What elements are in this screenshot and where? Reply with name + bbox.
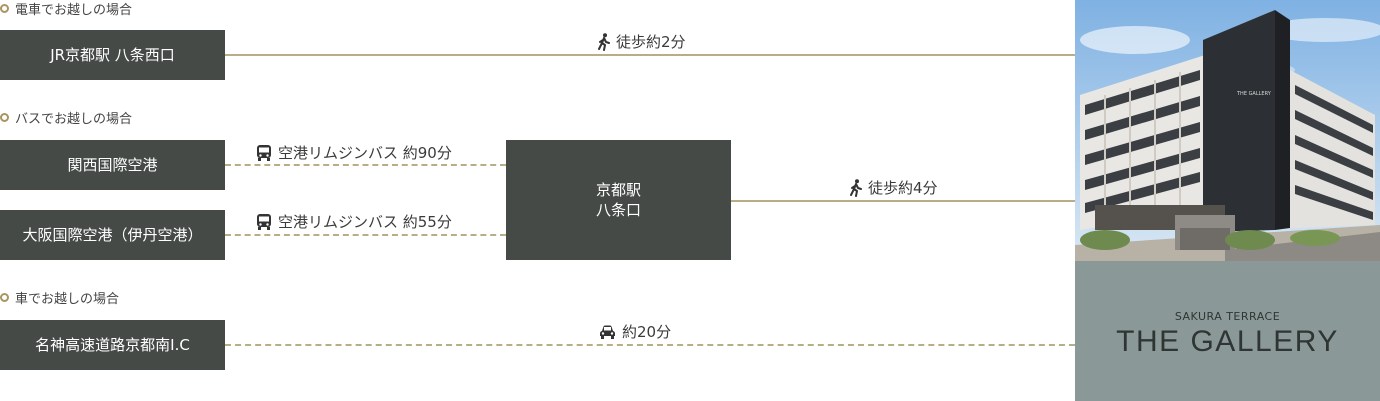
route-line-train xyxy=(225,54,1075,56)
car-icon xyxy=(600,325,615,339)
route-line-bus-osaka xyxy=(225,234,506,236)
origin-box-jr-kyoto: JR京都駅 八条西口 xyxy=(0,30,225,80)
hub-name-line2: 八条口 xyxy=(595,201,641,219)
walking-icon xyxy=(598,32,610,51)
section-label-bus: バスでお越しの場合 xyxy=(0,109,133,127)
bus-icon xyxy=(257,144,271,161)
hub-box-kyoto-station-hachijo: 京都駅 八条口 xyxy=(506,140,731,260)
section-label-text: 車でお越しの場合 xyxy=(15,291,120,307)
destination-brand-panel: SAKURA TERRACE THE GALLERY xyxy=(1075,261,1380,401)
circle-bullet-icon xyxy=(0,112,9,122)
hotel-building-photo: THE GALLERY xyxy=(1075,0,1380,261)
route-label-train-walk: 徒歩約2分 xyxy=(598,31,686,52)
hotel-building-illustration: THE GALLERY xyxy=(1075,0,1380,261)
origin-box-meishin-kyoto-minami-ic: 名神高速道路京都南I.C xyxy=(0,320,225,370)
route-label-text: 約20分 xyxy=(622,323,672,341)
hub-name-line1: 京都駅 xyxy=(595,181,641,199)
route-label-text: 徒歩約4分 xyxy=(868,179,938,197)
section-label-train: 電車でお越しの場合 xyxy=(0,0,133,18)
route-label-car: 約20分 xyxy=(599,321,671,342)
route-line-hub-walk xyxy=(731,200,1075,202)
circle-bullet-icon xyxy=(0,292,9,302)
route-label-hub-walk: 徒歩約4分 xyxy=(850,177,938,198)
route-line-bus-kansai xyxy=(225,164,506,166)
walking-icon xyxy=(850,178,862,197)
route-label-text: 徒歩約2分 xyxy=(616,33,686,51)
origin-box-kansai-airport: 関西国際空港 xyxy=(0,140,225,190)
route-label-bus-osaka: 空港リムジンバス 約55分 xyxy=(256,211,452,232)
building-sign-text: THE GALLERY xyxy=(1236,91,1272,97)
circle-bullet-icon xyxy=(0,3,9,13)
origin-box-osaka-airport: 大阪国際空港（伊丹空港） xyxy=(0,210,225,260)
section-label-car: 車でお越しの場合 xyxy=(0,289,120,307)
brand-subtitle: SAKURA TERRACE xyxy=(1174,309,1281,323)
route-label-text: 空港リムジンバス 約55分 xyxy=(278,213,452,231)
brand-name: THE GALLERY xyxy=(1116,324,1339,358)
route-label-text: 空港リムジンバス 約90分 xyxy=(278,144,452,162)
route-line-car xyxy=(225,344,1075,346)
bus-icon xyxy=(257,213,271,230)
route-label-bus-kansai: 空港リムジンバス 約90分 xyxy=(256,142,452,163)
section-label-text: バスでお越しの場合 xyxy=(15,111,133,127)
section-label-text: 電車でお越しの場合 xyxy=(15,2,133,18)
